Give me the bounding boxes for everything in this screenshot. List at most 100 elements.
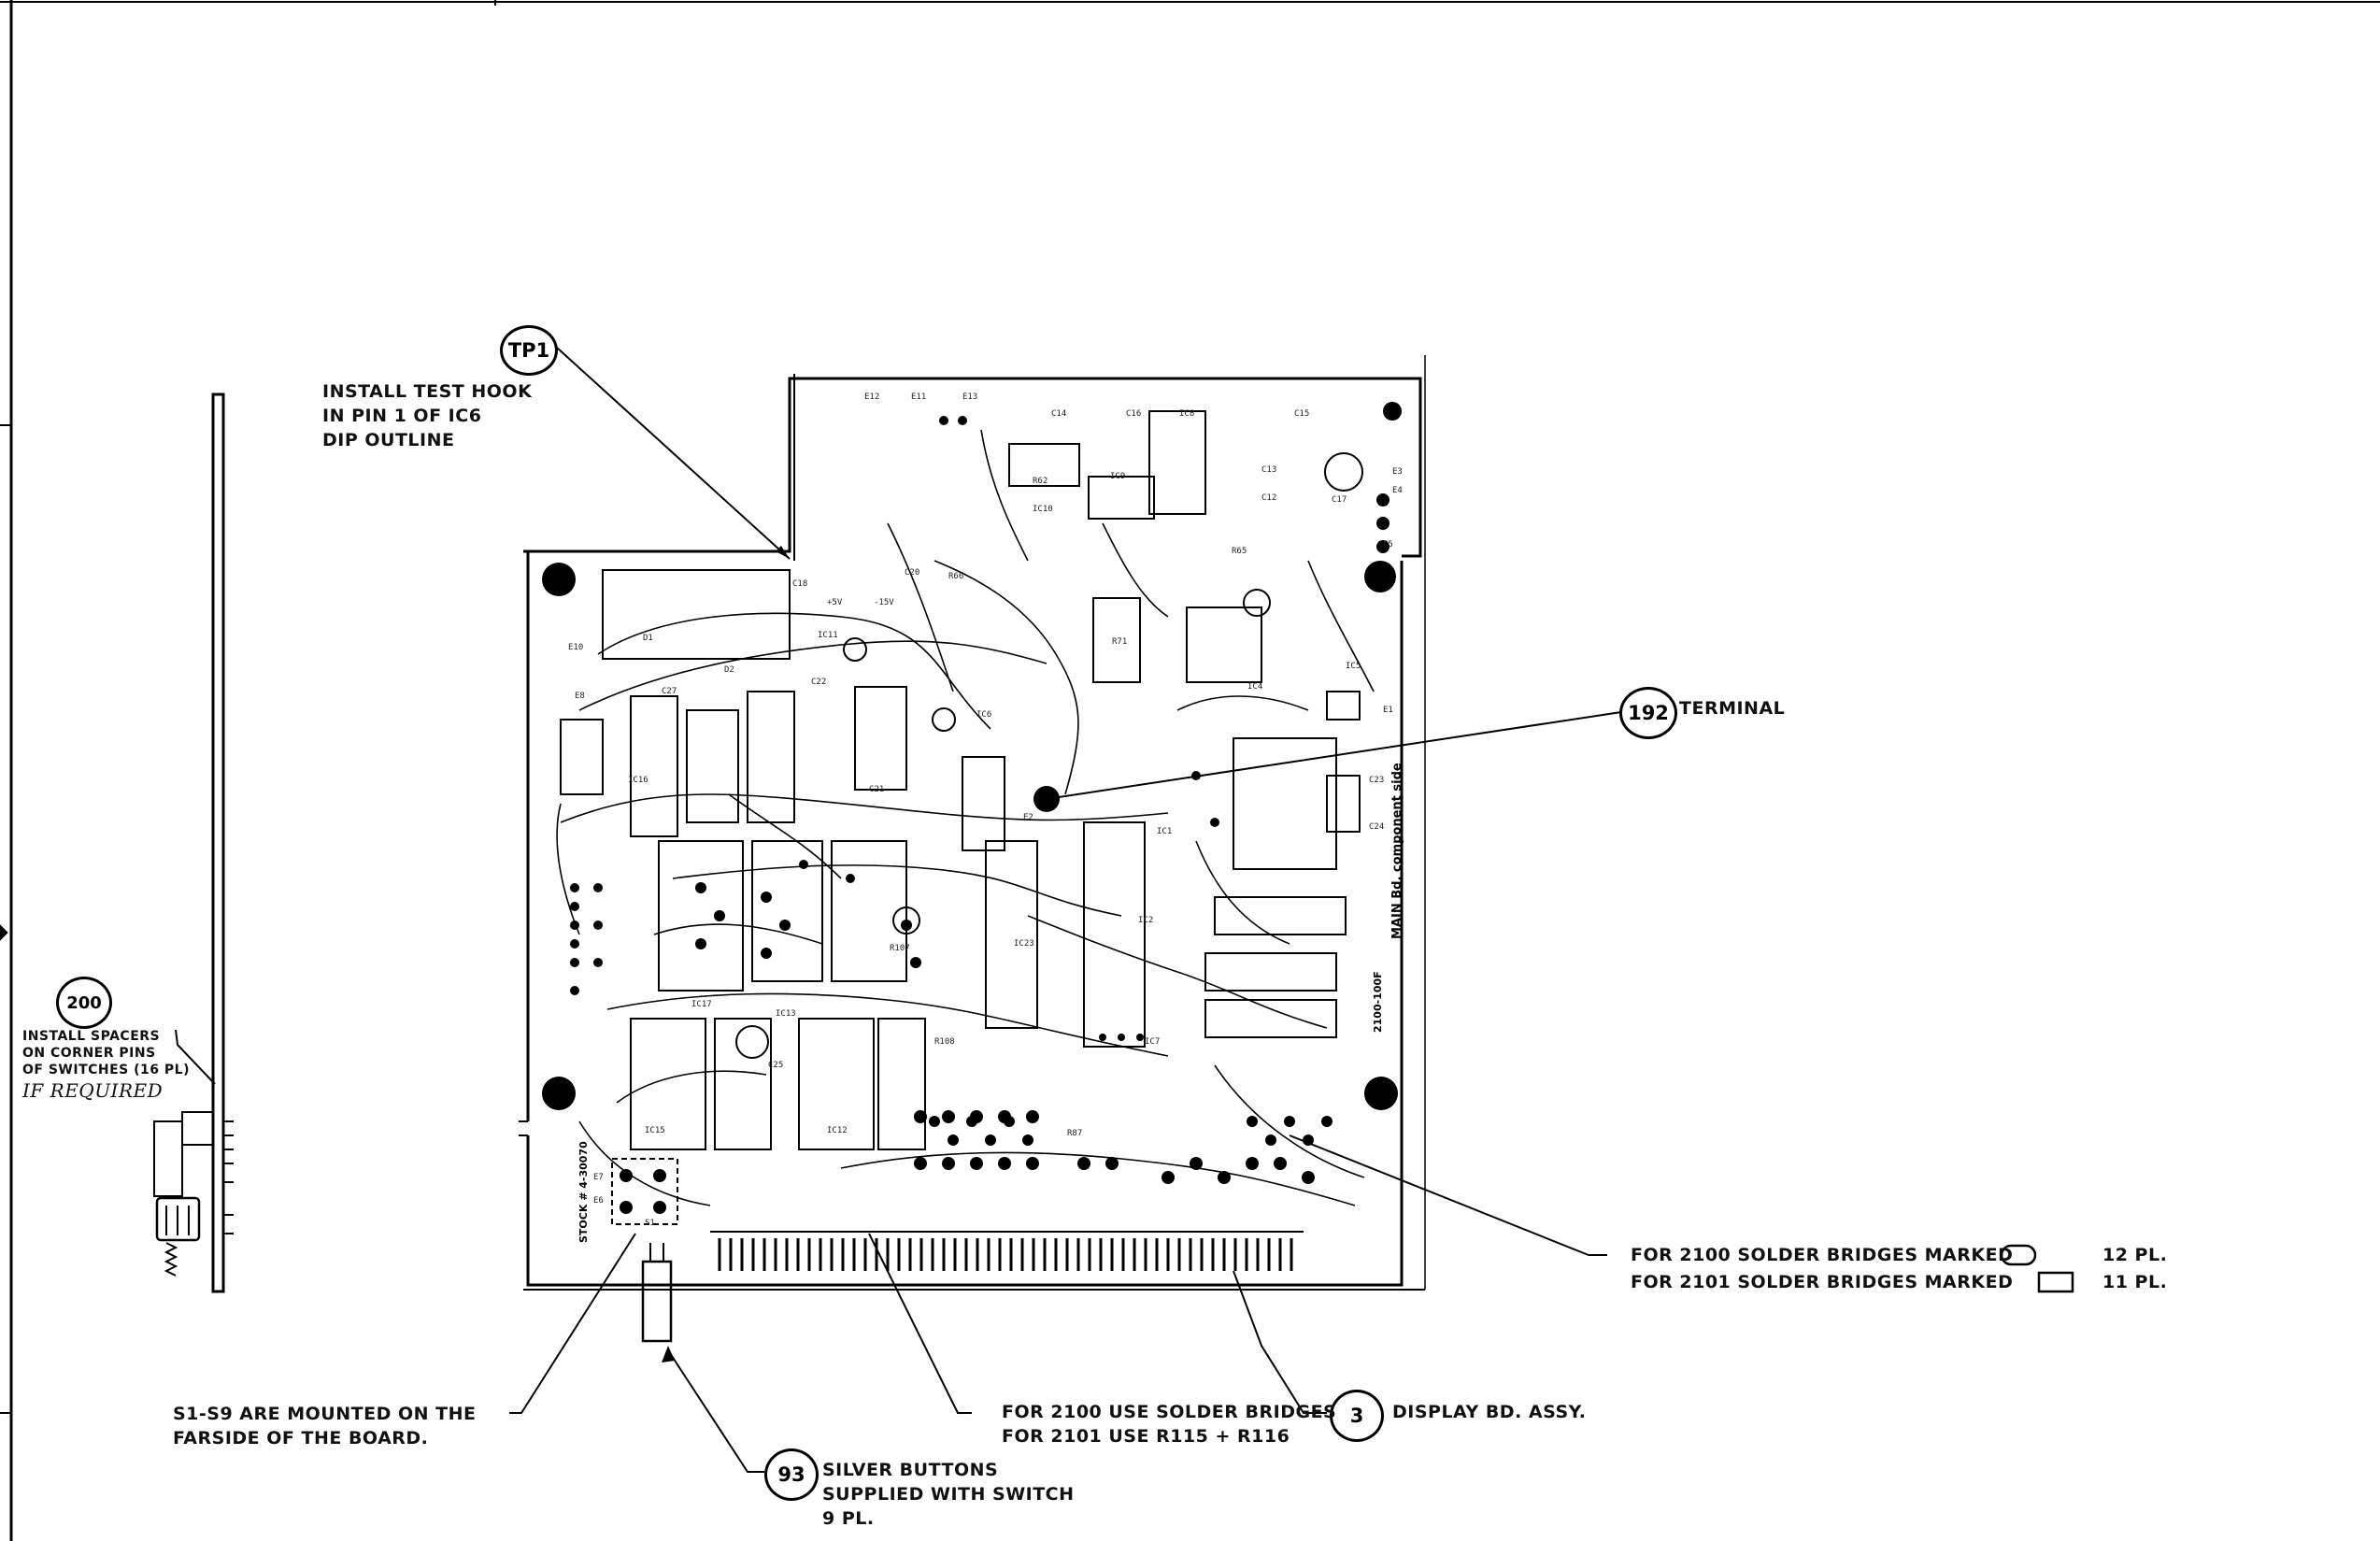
terminal-label: TERMINAL [1679,698,1786,719]
designator-c24: C24 [1369,822,1385,832]
spacers-note: INSTALL SPACERS ON CORNER PINS OF SWITCH… [22,1028,190,1103]
designator-d1: D1 [643,634,653,643]
solder-bridges-2101-note: FOR 2101 SOLDER BRIDGES MARKED [1631,1272,2014,1292]
arrowheads [662,546,790,1363]
switch-s1 [611,1158,678,1343]
capacitors [735,452,1363,1059]
silver-buttons-note: SILVER BUTTONS SUPPLIED WITH SWITCH 9 PL… [822,1458,1075,1531]
designator-r87: R87 [1067,1129,1083,1138]
designator-ic12: IC12 [827,1126,848,1135]
designator-c23: C23 [1369,776,1385,785]
pcb-traces [556,429,1375,1206]
callout-bubble-3: 3 [1330,1390,1384,1442]
tp1-note-line-3: DIP OUTLINE [322,430,455,450]
designator-c21: C21 [869,785,885,794]
designator-c15: C15 [1294,409,1310,419]
designator-c16: C16 [1126,409,1142,419]
designator-c20: C20 [905,568,920,578]
solder-bridges-2101-count: 11 PL. [2102,1272,2168,1292]
designator-e11: E11 [911,392,927,402]
switch-note-line-1: S1-S9 ARE MOUNTED ON THE [173,1404,477,1424]
designator-e6: E6 [593,1196,604,1206]
designator-e4: E4 [1392,486,1403,495]
designator-e13: E13 [962,392,978,402]
pcb-pads [570,416,1390,1146]
designator-c18: C18 [792,579,808,589]
edge-connector [710,1231,1304,1271]
designator-e12: E12 [864,392,880,402]
board-side-view [153,392,234,1293]
designator-ic4: IC4 [1247,682,1263,692]
solder-bridges-2100-note: FOR 2100 SOLDER BRIDGES MARKED [1631,1245,2014,1265]
designator-ic11: IC11 [818,631,838,640]
designator-e8: E8 [575,692,585,701]
designator-ic13: IC13 [776,1009,796,1019]
callout-bubble-192: 192 [1619,687,1677,739]
tp1-note-line-2: IN PIN 1 OF IC6 [322,406,482,426]
board-side-label: MAIN Bd. component side [1390,763,1404,939]
designator-ic5: IC5 [1346,662,1361,671]
tp1-note-line-1: INSTALL TEST HOOK [322,381,533,402]
spacers-handwritten-note: IF REQUIRED [22,1079,164,1102]
switch-mounting-note: S1-S9 ARE MOUNTED ON THE FARSIDE OF THE … [173,1402,476,1450]
designator-r66: R66 [948,572,964,581]
ic-packages [560,410,1361,1150]
pcb-outline [519,355,1426,1291]
supply-label-minus15v: -15V [874,598,894,607]
display-board-label: DISPLAY BD. ASSY. [1392,1402,1587,1422]
designator-ic1: IC1 [1157,827,1173,836]
designator-r65: R65 [1232,547,1247,556]
switch-note-line-2: FARSIDE OF THE BOARD. [173,1428,429,1448]
designator-c25: C25 [768,1061,784,1070]
callout-bubble-tp1: TP1 [500,325,558,376]
designator-r71: R71 [1112,637,1128,647]
solder-bridges-2100-count: 12 PL. [2102,1245,2168,1265]
designator-c13: C13 [1261,465,1277,475]
spacers-note-line-3: OF SWITCHES (16 PL) [22,1063,190,1077]
silver-buttons-line-2: SUPPLIED WITH SWITCH [822,1484,1075,1505]
leader-lines [175,347,1622,1473]
tp1-note: INSTALL TEST HOOK IN PIN 1 OF IC6 DIP OU… [322,379,532,452]
designator-e7: E7 [593,1173,604,1182]
spacers-note-line-1: INSTALL SPACERS [22,1029,161,1044]
board-stock-label: STOCK # 4-30070 [577,1141,590,1243]
designator-e5: E5 [1383,540,1393,549]
designator-ic7: IC7 [1145,1037,1161,1047]
silver-buttons-line-1: SILVER BUTTONS [822,1460,999,1480]
bridges-use-line-2: FOR 2101 USE R115 + R116 [1002,1426,1290,1447]
designator-e1: E1 [1383,706,1393,715]
designator-ic10: IC10 [1033,505,1053,514]
designator-ic9: IC9 [1110,472,1126,481]
solder-bridge-symbols [2000,1244,2074,1293]
board-part-number: 2100-100F [1372,971,1384,1033]
designator-r108: R108 [934,1037,955,1047]
designator-ic16: IC16 [628,776,648,785]
bridges-use-note: FOR 2100 USE SOLDER BRIDGES FOR 2101 USE… [1002,1400,1336,1448]
designator-c12: C12 [1261,493,1277,503]
spacers-note-line-2: ON CORNER PINS [22,1046,156,1061]
callout-bubble-93: 93 [764,1448,819,1501]
designator-c22: C22 [811,678,827,687]
supply-label-plus5v: +5V [827,598,843,607]
designator-r107: R107 [890,944,910,953]
designator-ic23: IC23 [1014,939,1034,949]
designator-ic17: IC17 [691,1000,712,1009]
designator-d2: D2 [724,665,734,675]
mounting-holes [542,402,1402,1110]
designator-ic8: IC8 [1179,409,1195,419]
designator-c14: C14 [1051,409,1067,419]
designator-c17: C17 [1332,495,1347,505]
designator-e10: E10 [568,643,584,652]
designator-e2: E2 [1023,813,1033,822]
switch-matrix [914,1110,1315,1184]
designator-ic15: IC15 [645,1126,665,1135]
designator-r62: R62 [1033,477,1048,486]
designator-e3: E3 [1392,467,1403,477]
bridges-use-line-1: FOR 2100 USE SOLDER BRIDGES [1002,1402,1337,1422]
designator-ic2: IC2 [1138,916,1154,925]
designator-c27: C27 [662,687,677,696]
silver-buttons-line-3: 9 PL. [822,1508,875,1529]
designator-s1: S1 [645,1219,655,1228]
